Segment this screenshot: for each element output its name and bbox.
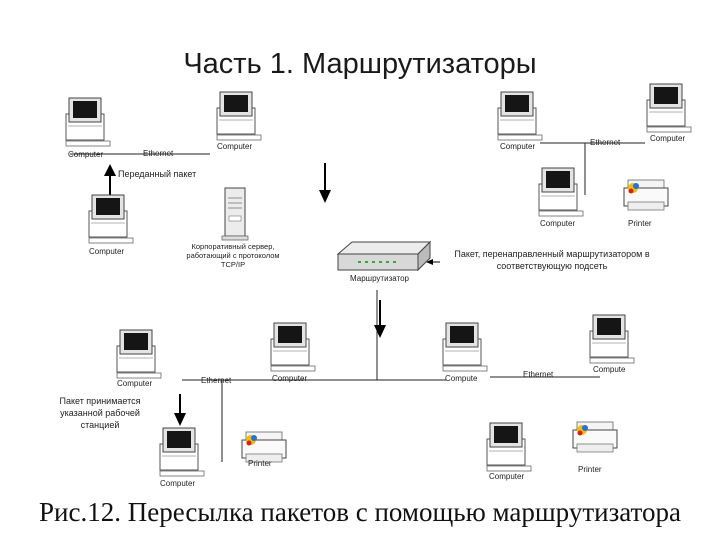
ethernet-label: Ethernet <box>523 370 554 379</box>
computer-label: Computer <box>272 374 307 383</box>
svg-text:соответствующую подсеть: соответствующую подсеть <box>497 261 608 271</box>
computer-icon <box>497 91 543 141</box>
computer-label: Computer <box>489 472 524 481</box>
packet-arrows <box>104 163 440 426</box>
printer-icon <box>623 179 669 211</box>
computer-label: Computer <box>650 134 685 143</box>
server-icon <box>221 187 249 241</box>
printer-label: Printer <box>628 219 652 228</box>
computer-label: Computer <box>217 142 252 151</box>
computer-icon <box>270 322 316 372</box>
printer-icon <box>241 431 287 463</box>
router-icon <box>336 240 432 272</box>
computer-icon <box>65 97 111 147</box>
computer-label: Compute <box>445 374 478 383</box>
router-label: Маршрутизатор <box>350 274 410 283</box>
printer-icon <box>572 421 618 453</box>
ethernet-label: Ethernet <box>201 376 232 385</box>
computer-icon <box>159 427 205 477</box>
ethernet-label: Ethernet <box>590 138 621 147</box>
computer-icon <box>646 83 692 133</box>
computer-icon <box>486 422 532 472</box>
received-packet-note: Пакет принимается указанной рабочей стан… <box>59 396 140 430</box>
computer-label: Computer <box>160 479 195 488</box>
svg-text:ТСР/IР: ТСР/IР <box>221 260 245 269</box>
svg-text:Пакет, перенаправленный маршру: Пакет, перенаправленный маршрутизатором … <box>454 249 649 259</box>
printer-label: Printer <box>578 465 602 474</box>
computer-label: Computer <box>500 142 535 151</box>
computer-icon <box>116 329 162 379</box>
computer-label: Compute <box>593 365 626 374</box>
computer-label: Computer <box>117 379 152 388</box>
computer-icon <box>216 91 262 141</box>
computer-label: Computer <box>540 219 575 228</box>
svg-text:Пакет принимается: Пакет принимается <box>59 396 140 406</box>
computer-icon <box>589 314 635 364</box>
svg-text:работающий с протоколом: работающий с протоколом <box>186 251 279 260</box>
forwarded-packet-note: Пакет, перенаправленный маршрутизатором … <box>454 249 649 271</box>
printer-label: Printer <box>248 459 272 468</box>
computer-label: Computer <box>89 247 124 256</box>
computer-icon <box>538 167 584 217</box>
network-lines <box>70 142 645 462</box>
computer-label: Computer <box>68 150 103 159</box>
computer-icon <box>442 322 488 372</box>
slide-title: Часть 1. Маршрутизаторы <box>183 48 537 80</box>
sent-packet-note: Переданный пакет <box>118 169 196 179</box>
server-note: Корпоративный сервер, работающий с прото… <box>186 242 279 269</box>
figure-caption: Рис.12. Пересылка пакетов с помощью марш… <box>39 497 681 527</box>
ethernet-label: Ethernet <box>143 149 174 158</box>
svg-text:указанной рабочей: указанной рабочей <box>60 408 140 418</box>
svg-text:станцией: станцией <box>81 420 120 430</box>
svg-text:Корпоративный сервер,: Корпоративный сервер, <box>192 242 275 251</box>
computer-icon <box>88 194 134 244</box>
